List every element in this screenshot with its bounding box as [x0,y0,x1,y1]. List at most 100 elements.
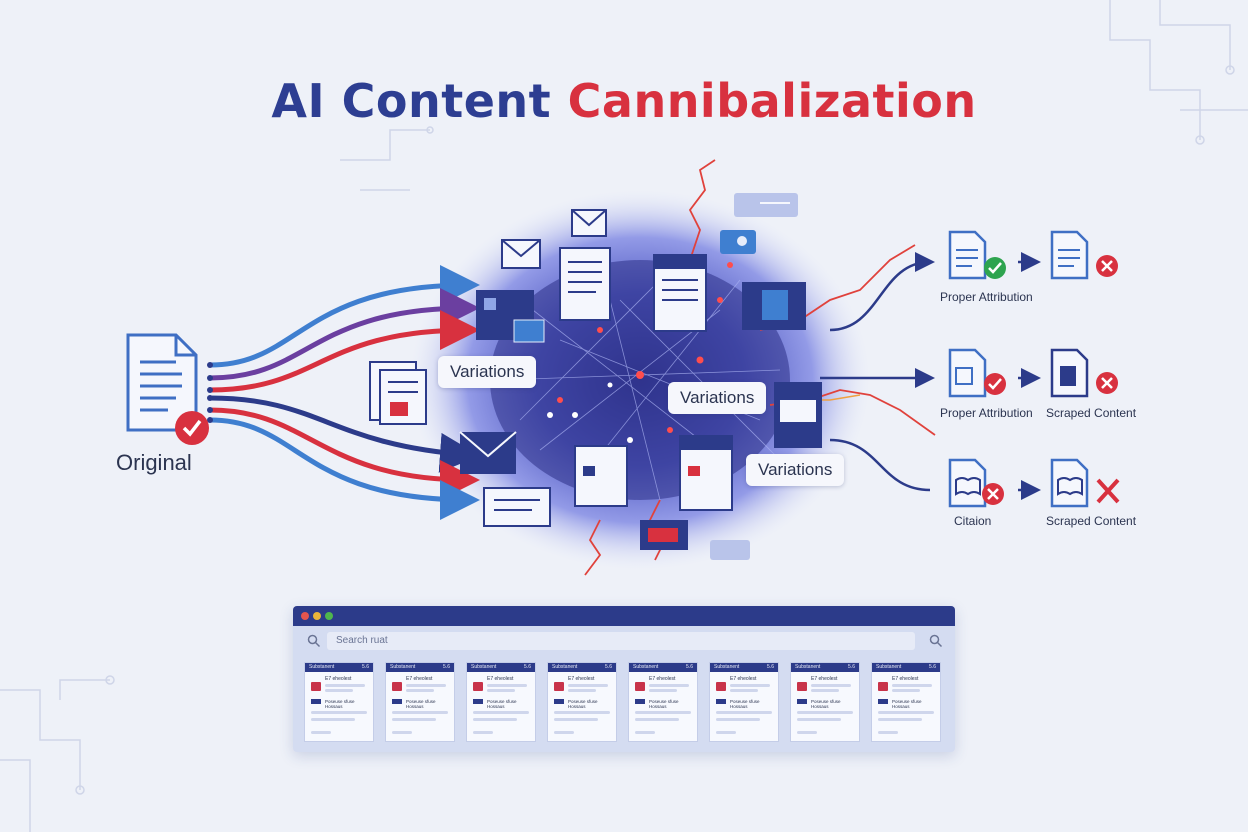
card-link[interactable]: Poseuse sfuse Hossaus [406,699,436,709]
diagram-title: AI Content Cannibalization [0,74,1248,128]
card-text-placeholder [554,731,574,734]
card-thumbnail-icon [554,682,564,691]
card-text-placeholder [892,684,932,687]
card-text-placeholder [473,711,529,714]
card-text-placeholder [797,718,841,721]
card-action-button[interactable] [311,699,321,704]
card-text-placeholder [568,689,596,692]
title-part-2: Cannibalization [567,74,977,128]
output-secondary-label-3: Scraped Content [1046,514,1137,528]
card-link[interactable]: Poseuse sfuse Hossaus [892,699,922,709]
card-link[interactable]: Poseuse sfuse Hossaus [649,699,679,709]
card-text-placeholder [730,689,758,692]
card-header-title: Substanent [471,664,497,670]
title-part-1: AI Content [271,74,552,128]
card-text-placeholder [554,718,598,721]
card-action-button[interactable] [392,699,402,704]
output-docs [948,230,1120,508]
output-label-3: Citaion [954,514,992,528]
card-subtitle: E7 eheolest [325,676,352,682]
card-text-placeholder [878,711,934,714]
search-icon [307,634,321,648]
card-action-button[interactable] [635,699,645,704]
card-subtitle: E7 eheolest [649,676,676,682]
card-text-placeholder [554,711,610,714]
card-thumbnail-icon [797,682,807,691]
card-link[interactable]: Poseuse sfuse Hossaus [811,699,841,709]
card-header-title: Substanent [795,664,821,670]
variations-label-2: Variations [668,382,767,414]
card-text-placeholder [487,689,515,692]
card-text-placeholder [892,689,920,692]
card-text-placeholder [797,731,817,734]
card-header-value: 5.6 [767,664,774,670]
variations-label-1: Variations [438,356,537,388]
card-link[interactable]: Poseuse sfuse Hossaus [568,699,598,709]
card-subtitle: E7 eheolest [811,676,838,682]
search-input[interactable]: Search ruat [327,632,915,650]
original-label: Original [116,450,192,475]
card-text-placeholder [392,718,436,721]
variations-label-3: Variations [746,454,845,486]
card-text-placeholder [392,711,448,714]
card-link[interactable]: Poseuse sfuse Hossaus [730,699,760,709]
card-thumbnail-icon [635,682,645,691]
card-text-placeholder [473,718,517,721]
card-header-value: 5.6 [605,664,612,670]
card-text-placeholder [406,689,434,692]
card-text-placeholder [487,684,527,687]
card-text-placeholder [878,718,922,721]
search-bar: Search ruat [293,628,955,656]
card-action-button[interactable] [554,699,564,704]
card-header-value: 5.6 [848,664,855,670]
card-action-button[interactable] [716,699,726,704]
card-thumbnail-icon [392,682,402,691]
card-text-placeholder [392,731,412,734]
card-link[interactable]: Poseuse sfuse Hossaus [487,699,517,709]
close-dot-icon[interactable] [301,612,309,620]
card-action-button[interactable] [878,699,888,704]
card-text-placeholder [716,731,736,734]
browser-title-bar [293,606,955,626]
card-text-placeholder [568,684,608,687]
card-action-button[interactable] [797,699,807,704]
card-text-placeholder [649,689,677,692]
card-text-placeholder [716,718,760,721]
search-submit-icon[interactable] [929,634,943,648]
card-thumbnail-icon [311,682,321,691]
minimize-dot-icon[interactable] [313,612,321,620]
card-text-placeholder [811,689,839,692]
card-subtitle: E7 eheolest [487,676,514,682]
card-header-title: Substanent [714,664,740,670]
card-text-placeholder [649,684,689,687]
card-header-title: Substanent [390,664,416,670]
card-thumbnail-icon [878,682,888,691]
card-header-value: 5.6 [362,664,369,670]
card-text-placeholder [878,731,898,734]
card-header-value: 5.6 [929,664,936,670]
card-link[interactable]: Poseuse sfuse Hossaus [325,699,355,709]
output-arrows [820,252,935,492]
card-subtitle: E7 eheolest [406,676,433,682]
output-label-2: Proper Attribution [940,406,1033,420]
card-text-placeholder [811,684,851,687]
output-secondary-label-2: Scraped Content [1046,406,1137,420]
card-subtitle: E7 eheolest [730,676,757,682]
card-action-button[interactable] [473,699,483,704]
maximize-dot-icon[interactable] [325,612,333,620]
card-text-placeholder [797,711,853,714]
card-header: Substanent 5.6 [710,663,778,672]
